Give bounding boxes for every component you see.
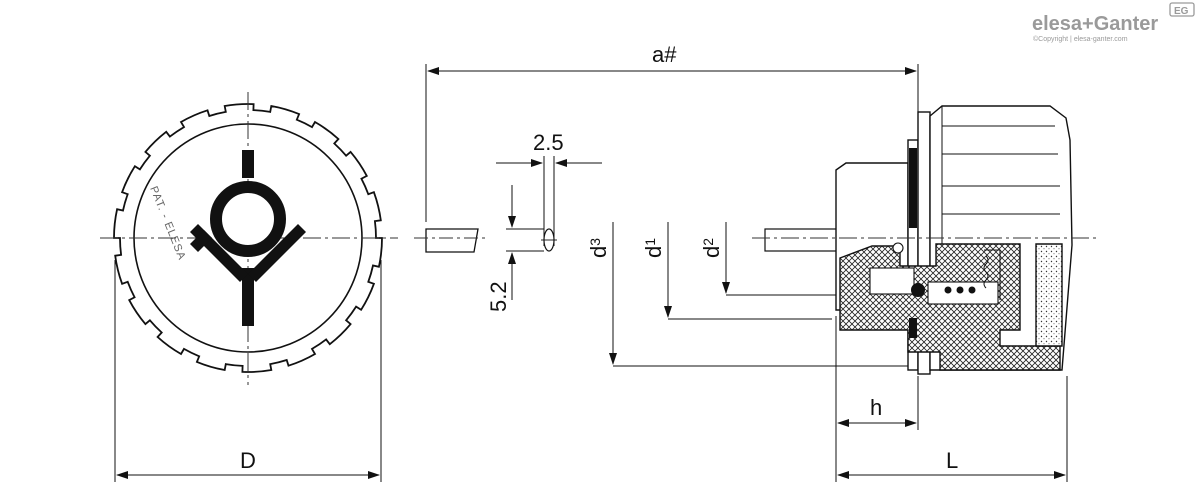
dim-d1-sub: 1: [642, 238, 658, 246]
brand-badge: EG: [1174, 6, 1189, 17]
dimension-D: D: [114, 260, 382, 482]
brand-name: elesa+Ganter: [1032, 13, 1158, 35]
svg-text:d1: d1: [641, 238, 666, 258]
dimension-d3: d3: [586, 222, 916, 367]
front-view: PAT. - ELESA: [100, 92, 398, 385]
dim-a-label: a#: [652, 42, 677, 67]
dim-L-label: L: [946, 448, 958, 473]
dimension-h: h: [835, 316, 919, 482]
svg-text:d2: d2: [699, 238, 724, 258]
flow-symbol: [190, 150, 306, 326]
front-marking: PAT. - ELESA: [147, 185, 188, 263]
flow-symbol-ring: [210, 181, 286, 257]
dim-d1-base: d: [641, 246, 666, 258]
dimension-a: a#: [425, 42, 919, 222]
dimension-d1: d1: [641, 222, 832, 320]
dim-height-label: 5.2: [486, 281, 511, 312]
brand-badge-frame: [1169, 2, 1195, 17]
dim-d3-sub: 3: [587, 238, 603, 246]
dim-d3-base: d: [586, 246, 611, 258]
dim-d2-base: d: [699, 246, 724, 258]
brand-logo: elesa+Ganter ©Copyright | elesa-ganter.c…: [1032, 2, 1195, 43]
brand-copyright: ©Copyright | elesa-ganter.com: [1033, 35, 1128, 43]
pin-side-view: [414, 228, 485, 253]
side-section-view: [752, 105, 1100, 375]
svg-text:d3: d3: [586, 238, 611, 258]
pin-end-view: [496, 156, 602, 300]
dim-thickness-label: 2.5: [533, 130, 564, 155]
dim-d2-sub: 2: [700, 238, 716, 246]
dim-h-label: h: [870, 395, 882, 420]
dim-D-label: D: [240, 448, 256, 473]
dimension-L: L: [837, 376, 1068, 482]
dimension-d2: d2: [699, 222, 840, 296]
